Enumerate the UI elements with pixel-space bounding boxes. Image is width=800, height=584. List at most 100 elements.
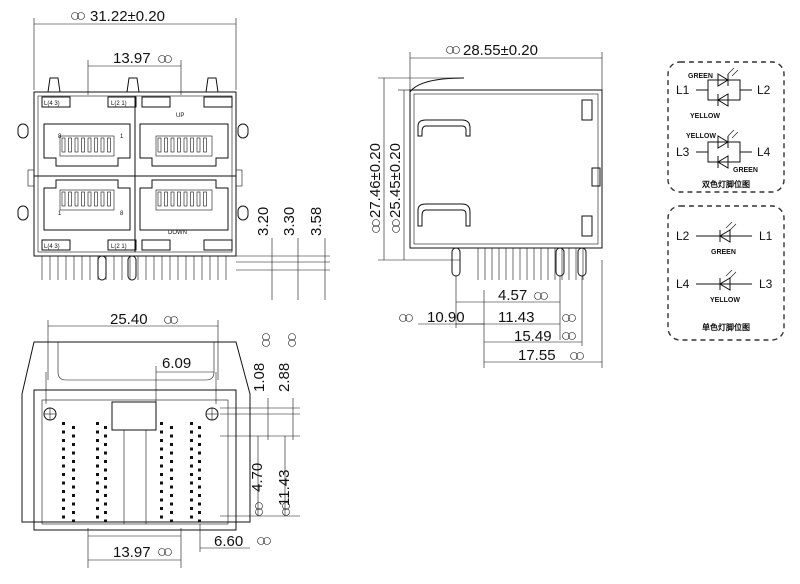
bottom-pin-hole [62,456,65,459]
dim-2-88: 2.88 [276,363,293,392]
port-contact [81,137,85,153]
bottom-pin-hole [190,456,193,459]
depth-dim: 28.55±0.20 [463,42,538,59]
bottom-pin-hole [104,502,107,506]
port-contact [68,137,72,153]
bottom-pin-hole [96,422,99,425]
bottom-pin-hole [62,447,65,451]
port-contact [164,137,168,153]
bottom-pin-hole [96,464,99,468]
dim-3-30: 3.30 [281,207,298,236]
bottom-pin-hole [62,490,65,493]
bottom-pin-hole [198,502,201,506]
dim-3-58: 3.58 [308,207,325,236]
dim-6-60: 6.60 [214,533,243,550]
bottom-width-dim: 25.40 [110,311,148,328]
bottom-pin-hole [198,434,201,438]
down-label: DOWN [168,230,187,236]
bottom-pin-hole [104,426,107,429]
bottom-pin-hole [160,481,163,485]
bottom-pin-hole [104,477,107,480]
bottom-pin-hole [72,426,75,429]
bottom-pin-hole [62,439,65,442]
front-peg [127,255,137,281]
up-label: UP [176,113,184,119]
dim-11-43-bottom: 11.43 [276,470,293,506]
rj45-port-top-left [43,123,131,167]
bottom-pin-hole [190,439,193,442]
bottom-pin-hole [96,430,99,434]
led-label-bottom-right: L(2 1) [111,244,127,250]
legend-single-color: L2 L1 GREEN L4 L3 YELLOW 单色灯脚位图 [667,205,785,341]
front-view: 31.22±0.20 13.97 L(4 3) L(2 1) [17,8,330,300]
bottom-pin-hole [72,494,75,497]
bottom-pin-hole [104,443,107,446]
bottom-pin-hole [170,477,173,480]
bottom-pin-hole [160,507,163,510]
dual-row2-right-pin: L4 [757,145,771,159]
dim-10-90: 10.90 [427,309,465,326]
bottom-pin-hole [72,451,75,455]
bottom-pin-hole [160,498,163,502]
single-led-symbol-1 [696,221,752,243]
port-contact [170,191,175,207]
dual-row1-right-pin: L2 [757,83,771,97]
bottom-pin-hole [104,485,107,489]
port-contact [100,137,105,153]
dim-4-70: 4.70 [249,463,266,492]
bottom-pin-hole [62,473,65,476]
single-led-symbol-2 [696,269,752,291]
dual-row1-bottom-color: YELLOW [690,113,720,120]
bottom-pin-hole [170,451,173,455]
pin-1-label-bottom: 1 [58,211,62,217]
bottom-pin-hole [190,507,193,510]
bottom-pin-hole [104,494,107,497]
dim-17-55: 17.55 [518,347,556,364]
port-contact [164,191,168,207]
bottom-pin-hole [198,511,201,514]
port-contact [157,137,162,153]
bottom-pin-hole [190,447,193,451]
bottom-pin-hole [72,443,75,446]
port-contact [177,137,181,153]
bottom-pin-hole [96,481,99,485]
bottom-pin-hole [72,477,75,480]
bottom-pin-hole [198,426,201,429]
bottom-pin-hole [198,468,201,472]
port-contact [87,191,92,207]
port-contact [183,191,188,207]
single-row1-color: GREEN [711,249,736,256]
height-overall-dim: 27.46±0.20 [367,143,384,218]
led-label-top-left: L(4 3) [44,101,60,107]
bottom-pin-hole [170,511,173,514]
bottom-pin-hole [198,485,201,489]
bottom-pin-hole [96,473,99,476]
top-pitch-dim: 13.97 [113,50,151,67]
bottom-pin-hole [72,434,75,438]
bottom-pin-hole [190,430,193,434]
bottom-pin-hole [160,439,163,442]
bottom-pin-hole [190,515,193,519]
bottom-pin-hole [62,507,65,510]
bottom-pin-hole [170,468,173,472]
pin-1-label-top: 1 [120,134,124,140]
bottom-pin-hole [198,443,201,446]
dim-15-49: 15.49 [514,328,552,345]
port-contact [177,191,181,207]
bottom-pin-hole [104,434,107,438]
port-contact [100,191,105,207]
bottom-pin-hole [198,494,201,497]
bottom-pin-hole [104,460,107,463]
bottom-pin-hole [62,464,65,468]
bottom-pin-hole [190,481,193,485]
bottom-pin-hole [170,485,173,489]
bottom-pin-hole [96,498,99,502]
pin-8-label-top: 8 [58,134,62,140]
port-contact [203,137,207,153]
single-row1-left-pin: L2 [676,229,690,243]
bottom-pin-hole [198,460,201,463]
port-contact [61,191,66,207]
bottom-pin-hole [160,473,163,476]
port-contact [196,191,201,207]
bottom-pin-hole [96,507,99,510]
